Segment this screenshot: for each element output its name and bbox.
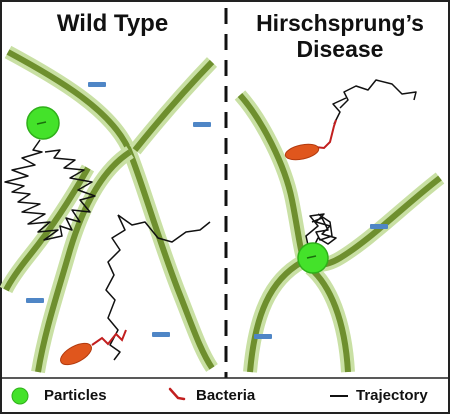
legend-item-particles: Particles <box>36 378 107 412</box>
trajectories <box>4 79 417 361</box>
bacteria-trajectory <box>117 214 211 243</box>
particle-charge-mark <box>36 121 47 125</box>
left-mesh-fibers <box>0 45 218 374</box>
fiber-dark <box>3 166 91 292</box>
bacteria-group <box>60 119 337 366</box>
legend-label-trajectory: Trajectory <box>356 386 428 404</box>
charge-markers <box>26 82 388 339</box>
legend-bacteria-icon <box>168 387 186 401</box>
particle-charge-mark <box>306 255 317 259</box>
legend-particle-icon <box>11 387 29 405</box>
legend-label-particles: Particles <box>44 386 107 404</box>
legend-item-bacteria: Bacteria <box>188 378 255 412</box>
bacteria-trajectory <box>339 79 417 109</box>
legend: Particles Bacteria Trajectory <box>0 378 450 412</box>
panel-title-hirschsprungs-disease: Hirschsprung’s Disease <box>250 10 430 63</box>
fiber-dark <box>132 59 215 152</box>
right-mesh-fibers <box>234 90 445 373</box>
legend-item-trajectory: Trajectory <box>348 378 428 412</box>
fiber-dark <box>247 259 304 373</box>
negative-charge-icon <box>152 332 170 337</box>
fiber-dark <box>6 49 215 370</box>
negative-charge-icon <box>193 122 211 127</box>
bacteria-icon <box>60 342 92 366</box>
bacteria-flagellum <box>91 329 127 346</box>
legend-label-bacteria: Bacteria <box>196 386 256 404</box>
panel-title-text: Hirschsprung’s Disease <box>256 10 424 63</box>
fiber-dark <box>35 149 132 373</box>
bacteria-icon <box>284 143 320 161</box>
negative-charge-icon <box>88 82 106 87</box>
negative-charge-icon <box>26 298 44 303</box>
fiber-dark <box>311 175 442 268</box>
fiber-light <box>234 90 311 265</box>
panel-title-wild-type: Wild Type <box>56 10 169 37</box>
negative-charge-icon <box>254 334 272 339</box>
fiber-dark <box>307 265 351 373</box>
particles-group <box>26 106 329 274</box>
particle-trajectory <box>4 139 96 241</box>
bacteria-flagellum <box>314 119 337 150</box>
fiber-dark <box>237 93 307 263</box>
bacteria-trajectory <box>105 214 126 361</box>
bacteria-trajectory <box>332 97 347 125</box>
particle-icon <box>297 242 329 274</box>
negative-charge-icon <box>370 224 388 229</box>
